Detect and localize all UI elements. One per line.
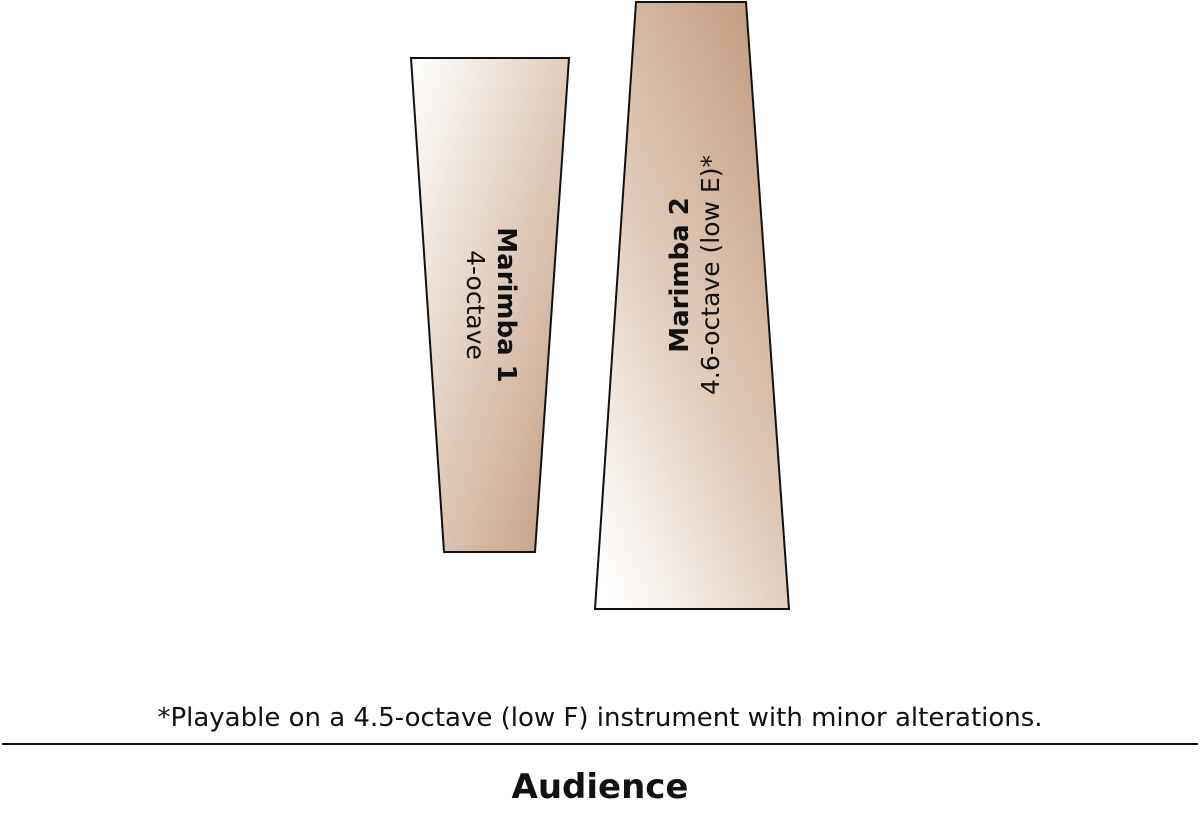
marimba-1: Marimba 1 4-octave bbox=[409, 57, 571, 553]
marimba-1-name: Marimba 1 bbox=[491, 227, 521, 383]
marimba-2: Marimba 2 4.6-octave (low E)* bbox=[593, 0, 791, 610]
footnote: *Playable on a 4.5-octave (low F) instru… bbox=[157, 703, 1043, 733]
audience-divider bbox=[2, 743, 1198, 745]
marimba-2-name: Marimba 2 bbox=[665, 197, 695, 353]
marimba-1-range: 4-octave bbox=[461, 250, 490, 360]
audience-label: Audience bbox=[511, 767, 689, 807]
marimba-2-shape bbox=[593, 0, 791, 610]
marimba-1-shape bbox=[409, 57, 571, 553]
marimba-2-range: 4.6-octave (low E)* bbox=[696, 155, 725, 395]
